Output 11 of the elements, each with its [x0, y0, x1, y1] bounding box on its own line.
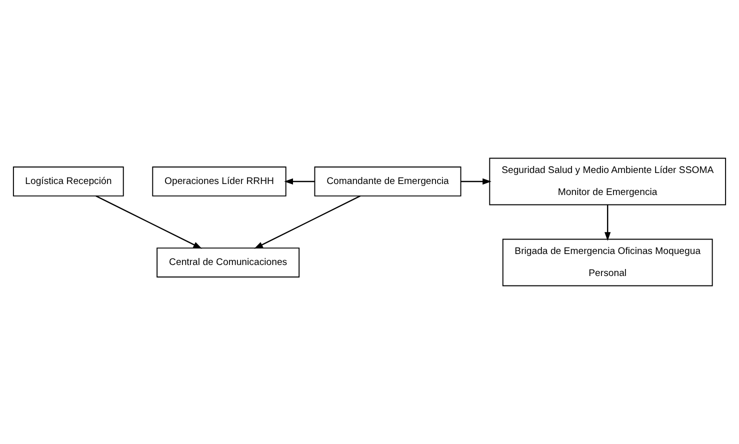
node-box: Brigada de Emergencia Oficinas Moquegua Personal	[502, 238, 713, 286]
arrow	[96, 195, 202, 249]
node-box: Comandante de Emergencia	[314, 166, 462, 196]
arrow	[460, 178, 492, 185]
arrow	[254, 195, 361, 249]
node-box: Seguridad Salud y Medio Ambiente Líder SSOMA Monitor de Emergencia	[489, 158, 726, 206]
node-box: Central de Comunicaciones	[156, 248, 300, 278]
node-box: Logística Recepción	[12, 166, 124, 196]
arrow	[604, 204, 611, 241]
node-box: Operaciones Líder RRHH	[152, 166, 286, 196]
arrow	[284, 178, 315, 185]
